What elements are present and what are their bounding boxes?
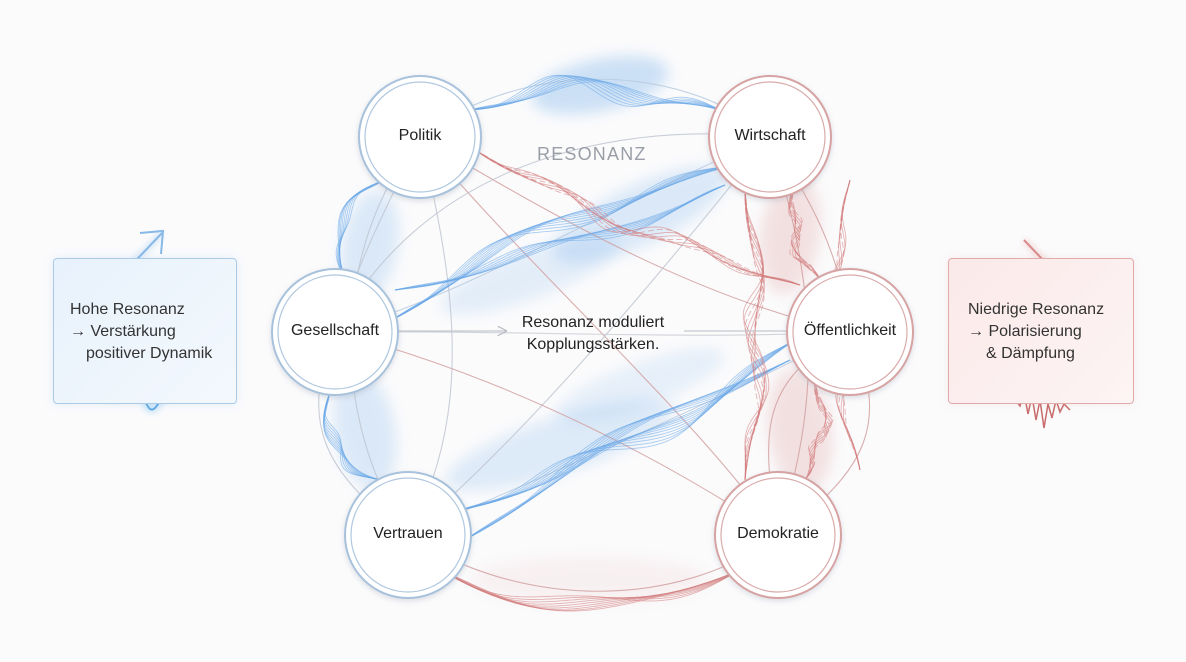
high-resonance-title: Hohe Resonanz [70,301,185,318]
wave-oeffentlichkeit-demokratie [804,379,834,481]
wave-politik-oeffentlichkeit-strand [474,149,801,286]
node-label-gesellschaft: Gesellschaft [290,322,380,339]
node-inner-ring [277,274,393,390]
wave-gesellschaft-wirtschaft-strand [391,164,736,321]
wave-politik-wirtschaft [469,74,721,111]
wave-outer-right-strand [825,179,861,471]
node-label-oeffentlichkeit: Öffentlichkeit [803,322,897,339]
wave-vertrauen-oeffentlichkeit-strand [459,339,796,511]
wave-politik-wirtschaft-strand [469,76,721,111]
wave-politik-oeffentlichkeit-strand [474,149,801,286]
wave-wirtschaft-oeffentlichkeit-strand [788,184,821,281]
wave-wirtschaft-demokratie-strand [744,189,765,481]
wave-gesellschaft-wirtschaft-2 [394,184,726,291]
wave-gesellschaft-wirtschaft-strand [391,164,736,321]
node-wirtschaft [708,75,832,199]
wave-vertrauen-oeffentlichkeit-2-strand [464,359,791,541]
wave-wirtschaft-demokratie-strand [744,189,765,481]
wave-politik-gesellschaft-strand [335,179,386,281]
node-inner-ring [350,477,466,593]
node-gesellschaft [271,268,399,396]
wave-wirtschaft-demokratie-strand [744,189,765,481]
nodes-layer [271,75,914,599]
coupling-line-15 [334,133,771,333]
glow-blob-9 [470,556,710,604]
node-inner-ring [720,477,836,593]
wave-vertrauen-oeffentlichkeit-2-strand [464,359,791,541]
node-politik [358,75,482,199]
wave-vertrauen-oeffentlichkeit [459,339,796,511]
wave-gesellschaft-wirtschaft-strand [391,164,736,321]
wave-gesellschaft-wirtschaft-strand [391,164,736,321]
low-resonance-effect-cont: & Dämpfung [986,345,1075,362]
node-vertrauen [344,471,472,599]
center-caption-line1: Resonanz moduliert [521,314,665,331]
wave-oeffentlichkeit-demokratie-strand [804,379,832,481]
wave-gesellschaft-wirtschaft-2-strand [394,184,726,291]
wave-vertrauen-oeffentlichkeit-strand [459,339,796,511]
wave-vertrauen-demokratie-strand [439,569,741,603]
wave-gesellschaft-vertrauen [323,391,381,481]
wave-vertrauen-oeffentlichkeit-2-strand [464,359,791,541]
node-label-demokratie: Demokratie [737,525,819,542]
node-inner-ring [714,81,826,193]
wave-oeffentlichkeit-demokratie-strand [804,379,833,481]
wave-wirtschaft-demokratie-strand [742,190,770,481]
wave-politik-wirtschaft-strand [469,74,721,111]
wave-politik-wirtschaft-strand [469,75,721,111]
wave-wirtschaft-oeffentlichkeit-strand [788,184,821,281]
wave-politik-gesellschaft-strand [336,179,386,281]
high-resonance-box [53,258,237,404]
wave-vertrauen-demokratie-strand [439,569,741,600]
wave-vertrauen-oeffentlichkeit-2 [464,359,791,541]
wave-oeffentlichkeit-demokratie-strand [804,380,834,481]
glow-blob-2 [440,235,620,315]
wave-vertrauen-oeffentlichkeit-2-strand [464,359,791,541]
wave-wirtschaft-demokratie [742,189,770,481]
node-inner-ring [364,81,476,193]
wave-wirtschaft-demokratie-strand [744,189,766,481]
low-resonance-title: Niedrige Resonanz [968,301,1105,318]
wave-politik-oeffentlichkeit-strand [474,149,801,286]
resonanz-label: RESONANZ [537,144,647,164]
wave-vertrauen-oeffentlichkeit-strand [459,339,796,511]
wave-politik-oeffentlichkeit [474,149,801,286]
node-demokratie [714,471,842,599]
wave-vertrauen-oeffentlichkeit-strand [459,339,796,511]
high-resonance-effect-cont: positiver Dynamik [86,345,213,362]
low-resonance-effect: → Polarisierung [968,323,1082,340]
wave-vertrauen-demokratie-strand [439,569,741,602]
wave-politik-wirtschaft-strand [469,74,721,111]
wave-wirtschaft-oeffentlichkeit-strand [789,184,821,281]
glow-blob-4 [333,370,397,490]
wave-gesellschaft-wirtschaft-strand [391,164,736,321]
wave-gesellschaft-vertrauen-strand [324,391,381,481]
coupling-line-10 [334,331,851,336]
wave-gesellschaft-wirtschaft [391,164,736,321]
high-resonance-effect: → Verstärkung [70,323,176,340]
wave-vertrauen-oeffentlichkeit-strand [459,339,796,511]
low-resonance-box [948,258,1134,404]
wave-oeffentlichkeit-demokratie-strand [804,379,831,481]
wave-politik-wirtschaft-strand [469,75,721,111]
node-inner-ring [792,274,908,390]
node-label-vertrauen: Vertrauen [373,525,443,542]
node-oeffentlichkeit [786,268,914,396]
glow-blob-0 [531,55,669,115]
node-label-politik: Politik [398,127,442,144]
glow-blob-5 [445,399,675,491]
wave-politik-oeffentlichkeit-strand [474,149,801,286]
wave-vertrauen-demokratie [439,569,741,612]
glow-blob-6 [555,347,725,423]
wave-politik-gesellschaft [335,179,386,281]
node-label-wirtschaft: Wirtschaft [734,127,806,144]
center-caption-line2: Kopplungsstärken. [526,336,660,353]
resonance-glow-layer [333,55,833,604]
wave-wirtschaft-oeffentlichkeit [788,184,821,281]
